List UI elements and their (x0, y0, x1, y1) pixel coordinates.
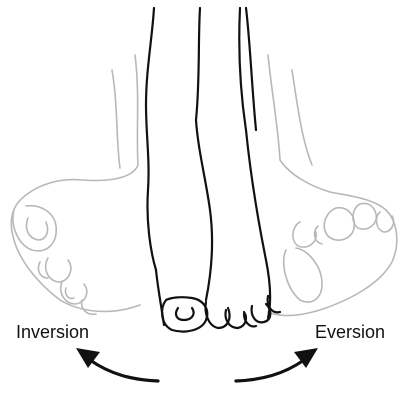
everted-foot-ghost (268, 55, 397, 316)
neutral-feet (146, 8, 280, 332)
eversion-label: Eversion (315, 323, 385, 341)
eversion-arrow (236, 360, 304, 381)
inverted-foot-ghost (11, 55, 140, 314)
inversion-arrow (90, 360, 158, 381)
inversion-label: Inversion (16, 323, 89, 341)
